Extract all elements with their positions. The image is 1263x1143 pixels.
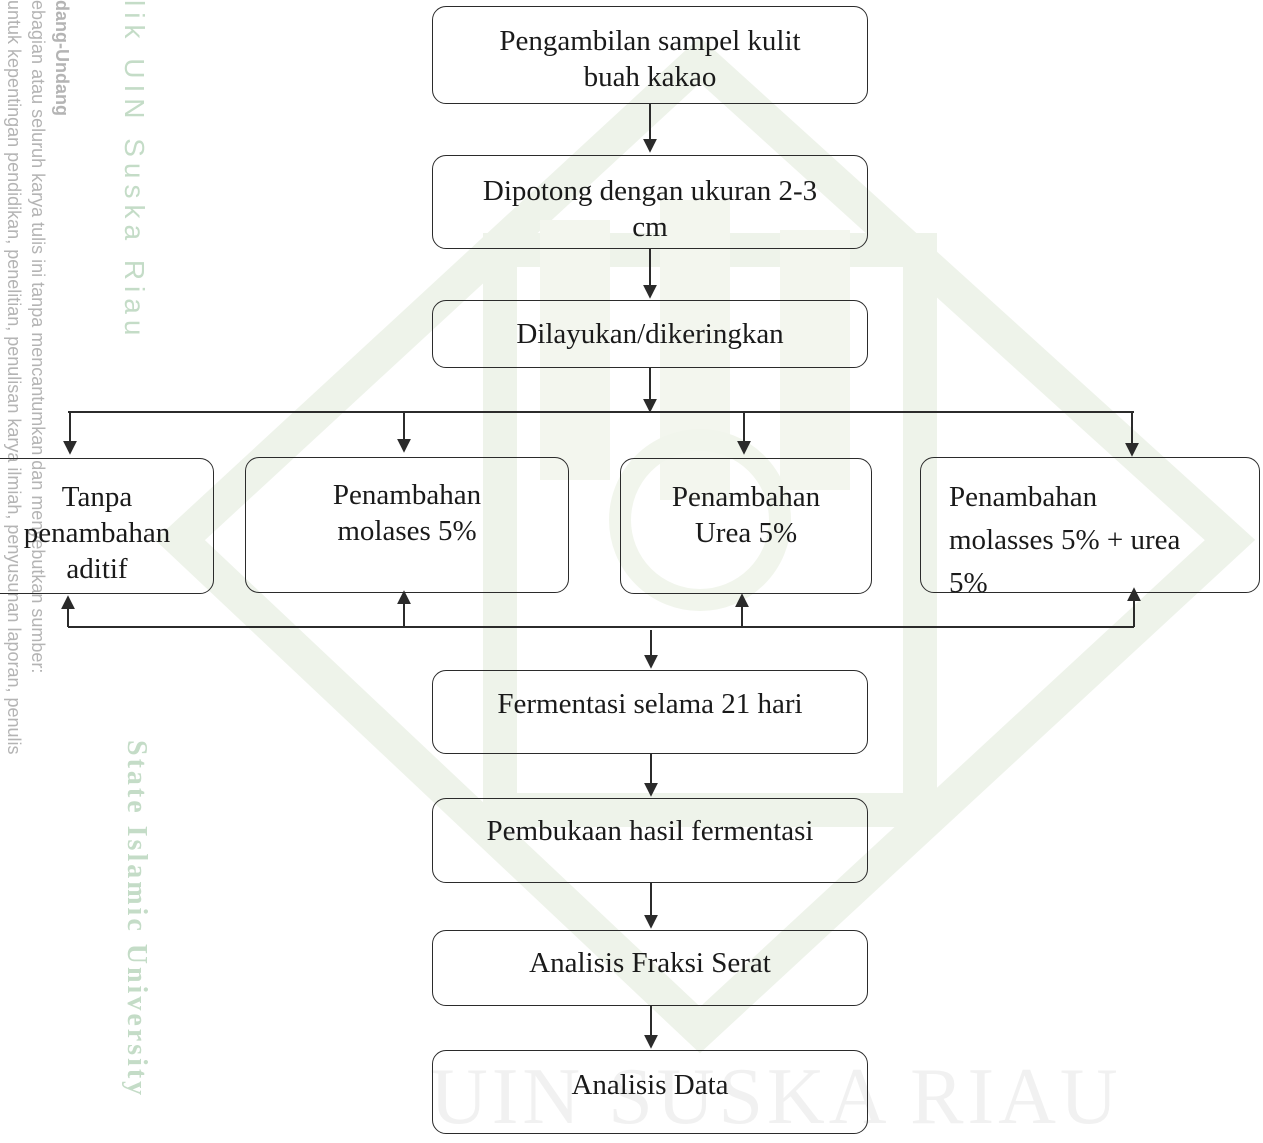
step-data-analysis: Analisis Data	[432, 1050, 868, 1134]
step-sampling-line-1: Pengambilan sampel kulit	[499, 25, 801, 57]
treatment-molasses: Penambahan molases 5%	[245, 457, 569, 593]
treatment-no-additive-line-3: aditif	[66, 553, 128, 585]
step-fiber-analysis-line-1: Analisis Fraksi Serat	[529, 947, 771, 979]
treatment-molasses-urea-line-1: Penambahan	[949, 481, 1098, 513]
step-sampling-line-2: buah kakao	[583, 61, 717, 93]
treatment-no-additive-line-1: Tanpa	[61, 481, 133, 513]
treatment-urea-line-1: Penambahan	[671, 481, 821, 513]
step-sampling: Pengambilan sampel kulit buah kakao	[432, 6, 868, 104]
step-cutting: Dipotong dengan ukuran 2-3 cm	[432, 155, 868, 249]
treatment-molasses-urea-line-2: molasses 5% + urea	[949, 524, 1181, 556]
step-cutting-line-1: Dipotong dengan ukuran 2-3	[482, 175, 818, 207]
step-opening-line-1: Pembukaan hasil fermentasi	[486, 815, 814, 847]
treatment-urea-line-2: Urea 5%	[694, 517, 798, 549]
watermark-state-vertical: State Islamic University	[121, 740, 152, 1099]
step-fermentation: Fermentasi selama 21 hari	[432, 670, 868, 754]
treatment-urea: Penambahan Urea 5%	[620, 458, 872, 594]
watermark-uin-vertical: lik UIN Suska Riau	[119, 0, 150, 342]
treatment-no-additive: Tanpa penambahan aditif	[0, 458, 214, 594]
treatment-no-additive-line-2: penambahan	[23, 517, 171, 549]
step-data-analysis-line-1: Analisis Data	[571, 1069, 729, 1101]
treatment-molasses-line-2: molases 5%	[337, 515, 477, 547]
watermark-line-3: untuk kepentingan pendidikan, penelitian…	[4, 0, 24, 755]
step-drying: Dilayukan/dikeringkan	[432, 300, 868, 368]
step-opening: Pembukaan hasil fermentasi	[432, 798, 868, 883]
step-cutting-line-2: cm	[632, 211, 668, 243]
step-fermentation-line-1: Fermentasi selama 21 hari	[497, 688, 803, 720]
watermark-line-1: dang-Undang	[52, 0, 72, 116]
step-fiber-analysis: Analisis Fraksi Serat	[432, 930, 868, 1006]
treatment-molasses-urea-line-3: 5%	[949, 567, 988, 593]
treatment-molasses-line-1: Penambahan	[332, 479, 482, 511]
step-drying-line-1: Dilayukan/dikeringkan	[516, 318, 784, 350]
treatment-molasses-urea: Penambahan molasses 5% + urea 5%	[920, 457, 1260, 593]
